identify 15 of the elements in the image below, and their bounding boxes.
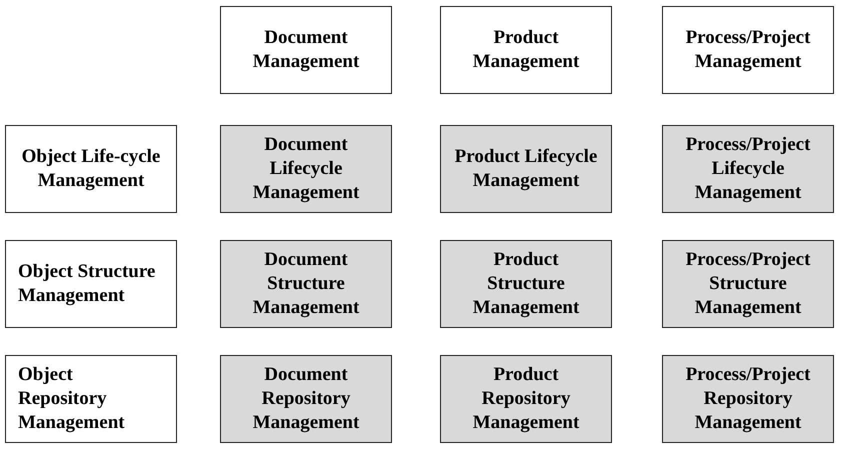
matrix-cell: Process/Project Repository Management: [662, 355, 834, 443]
column-header: Process/Project Management: [662, 6, 834, 94]
column-header: Product Management: [440, 6, 612, 94]
row-header: Object Life-cycle Management: [5, 125, 177, 213]
matrix-cell: Process/Project Lifecycle Management: [662, 125, 834, 213]
row-header: Object Repository Management: [5, 355, 177, 443]
matrix-cell: Product Lifecycle Management: [440, 125, 612, 213]
matrix-cell: Document Repository Management: [220, 355, 392, 443]
matrix-cell: Document Structure Management: [220, 240, 392, 328]
column-header: Document Management: [220, 6, 392, 94]
row-header: Object Structure Management: [5, 240, 177, 328]
matrix-cell: Process/Project Structure Management: [662, 240, 834, 328]
matrix-cell: Product Repository Management: [440, 355, 612, 443]
matrix-cell: Product Structure Management: [440, 240, 612, 328]
matrix-cell: Document Lifecycle Management: [220, 125, 392, 213]
